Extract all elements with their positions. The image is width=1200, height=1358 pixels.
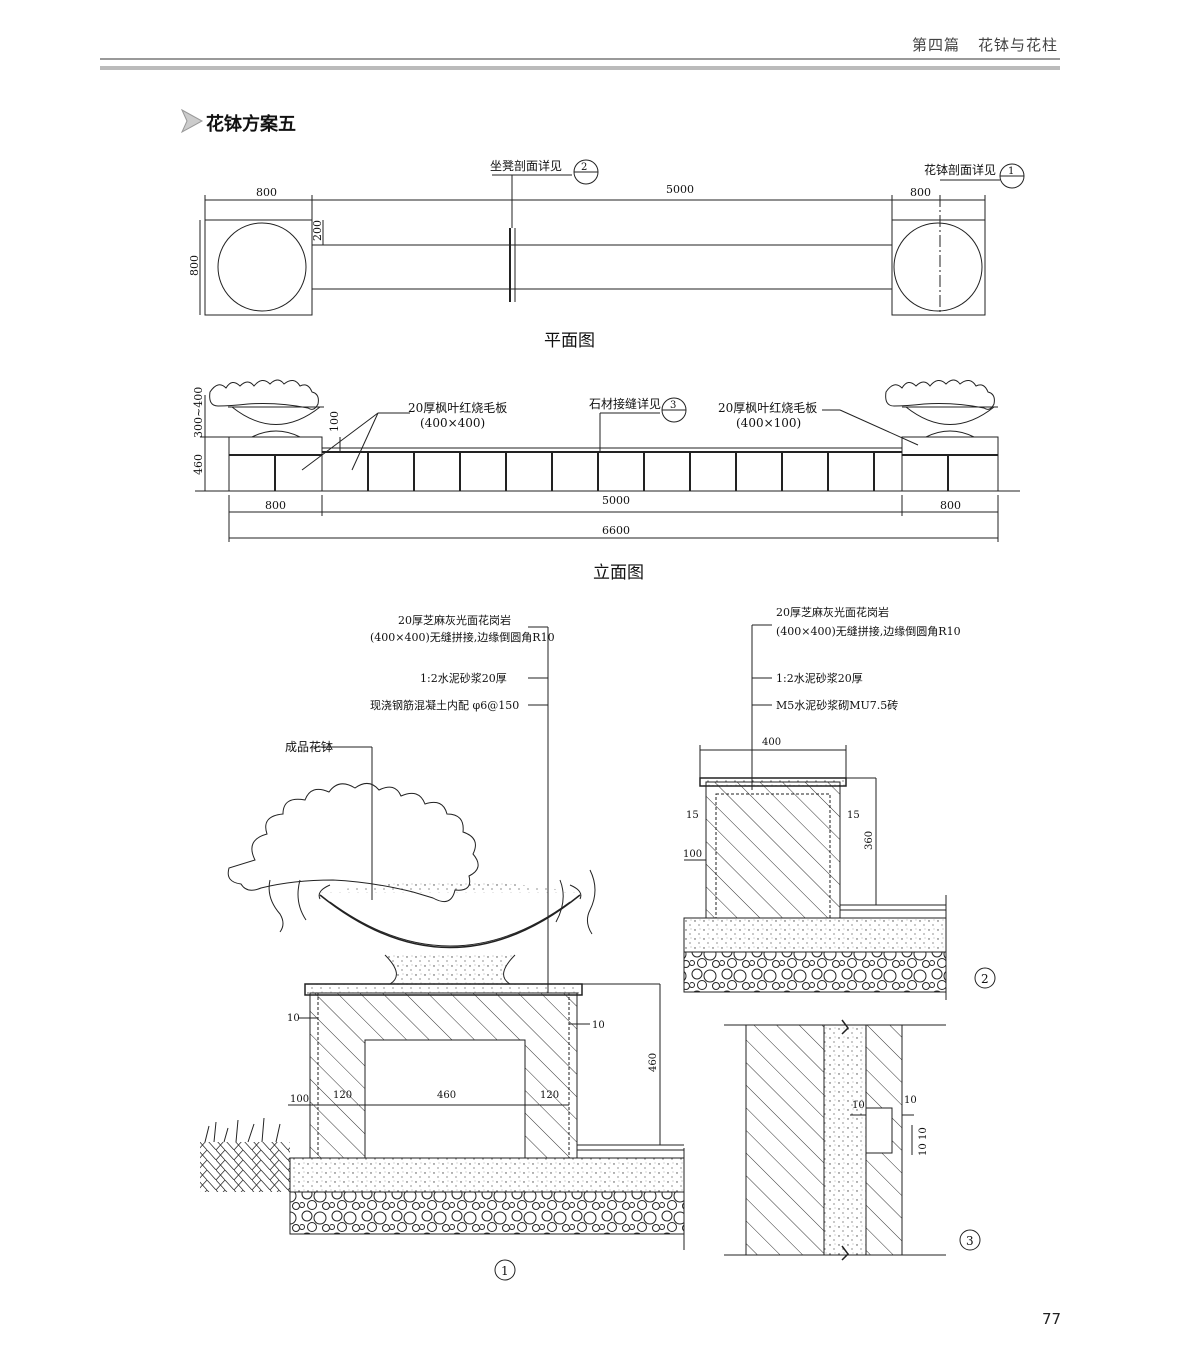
plan-dim-mid: 5000 bbox=[666, 183, 694, 196]
s1-dim-10a: 10 bbox=[287, 1013, 300, 1024]
section-1-number-marker bbox=[494, 1259, 516, 1281]
page-number: 77 bbox=[1042, 1310, 1062, 1328]
elevation-view bbox=[195, 379, 1020, 542]
plan-ref-bench-num: 2 bbox=[581, 162, 587, 173]
elev-label-joint-num: 3 bbox=[670, 400, 676, 411]
s2-num: 2 bbox=[981, 972, 989, 986]
plan-right-pot-circle bbox=[893, 222, 983, 312]
section-2-number-marker bbox=[974, 967, 996, 989]
s2-label-3: 1:2水泥砂浆20厚 bbox=[776, 671, 863, 685]
plan-dim-side: 800 bbox=[188, 255, 201, 276]
s2-dim-15a: 15 bbox=[686, 810, 699, 821]
header-section: 花钵与花柱 bbox=[977, 36, 1058, 54]
plan-dim-right: 800 bbox=[910, 186, 931, 199]
header-rule bbox=[100, 58, 1060, 60]
s1-dim-120a: 120 bbox=[333, 1090, 352, 1101]
elevation-left-pot bbox=[209, 379, 324, 438]
s2-dim-400: 400 bbox=[762, 737, 781, 748]
plan-ref-bench-label: 坐凳剖面详见 bbox=[490, 158, 562, 173]
s2-label-2: (400×400)无缝拼接,边缘倒圆角R10 bbox=[776, 624, 961, 638]
plan-ref-pot-num: 1 bbox=[1008, 166, 1014, 177]
elev-label-left-2: (400×400) bbox=[420, 416, 485, 430]
header-rule-thick bbox=[100, 66, 1060, 70]
elev-dim-total: 6600 bbox=[602, 524, 630, 537]
elevation-joint-ref-marker bbox=[661, 397, 687, 423]
s2-dim-100: 100 bbox=[683, 849, 702, 860]
plan-ref-pot-marker bbox=[999, 163, 1025, 189]
plan-right-pot-square bbox=[891, 219, 986, 316]
elev-dim-cap: 100 bbox=[328, 411, 341, 432]
plan-left-pot-square bbox=[204, 219, 313, 316]
elevation-joint-lines bbox=[367, 452, 875, 491]
header-part: 第四篇 bbox=[911, 36, 960, 54]
elev-label-right-2: (400×100) bbox=[736, 416, 801, 430]
s1-dim-460h: 460 bbox=[648, 1053, 659, 1072]
s1-num: 1 bbox=[501, 1264, 509, 1278]
s2-dim-360: 360 bbox=[864, 831, 875, 850]
plan-view bbox=[199, 174, 1000, 316]
elev-dim-left: 800 bbox=[265, 499, 286, 512]
elev-label-left-1: 20厚枫叶红烧毛板 bbox=[408, 400, 507, 415]
plan-dim-seat: 200 bbox=[311, 220, 324, 241]
section-1 bbox=[200, 626, 685, 1250]
s3-dim-10c: 10 bbox=[918, 1127, 929, 1140]
elev-label-joint: 石材接缝详见 bbox=[589, 396, 661, 411]
s1-label-2: (400×400)无缝拼接,边缘倒圆角R10 bbox=[370, 630, 555, 644]
s1-label-4: 现浇钢筋混凝土内配 φ6@150 bbox=[370, 698, 519, 712]
elev-dim-base-h: 460 bbox=[192, 454, 205, 475]
elevation-caption: 立面图 bbox=[593, 563, 644, 583]
s1-dim-120b: 120 bbox=[540, 1090, 559, 1101]
elevation-right-pot bbox=[885, 379, 998, 438]
section-3-number-marker bbox=[959, 1229, 981, 1251]
elev-label-right-1: 20厚枫叶红烧毛板 bbox=[718, 400, 817, 415]
s1-label-pot: 成品花钵 bbox=[285, 739, 333, 754]
page-header: 第四篇花钵与花柱 bbox=[894, 34, 1058, 55]
plan-left-pot-circle bbox=[217, 222, 307, 312]
s2-label-1: 20厚芝麻灰光面花岗岩 bbox=[776, 605, 889, 619]
s1-dim-10b: 10 bbox=[592, 1020, 605, 1031]
section-2 bbox=[683, 624, 947, 1000]
s3-dim-10b: 10 bbox=[904, 1095, 917, 1106]
s3-dim-10d: 10 bbox=[918, 1143, 929, 1156]
plan-dim-left: 800 bbox=[256, 186, 277, 199]
s1-label-3: 1:2水泥砂浆20厚 bbox=[420, 671, 507, 685]
drawing-title: 花钵方案五 bbox=[206, 114, 296, 135]
elev-dim-pot-h: 300~400 bbox=[192, 387, 205, 438]
s2-label-4: M5水泥砂浆砌MU7.5砖 bbox=[776, 698, 898, 712]
s1-dim-460w: 460 bbox=[437, 1090, 456, 1101]
s1-dim-100: 100 bbox=[290, 1094, 309, 1105]
plan-ref-pot-label: 花钵剖面详见 bbox=[924, 162, 996, 177]
s3-num: 3 bbox=[966, 1234, 974, 1248]
s3-dim-10a: 10 bbox=[852, 1100, 865, 1111]
section-3 bbox=[724, 1019, 946, 1261]
plan-caption: 平面图 bbox=[544, 331, 595, 351]
s2-dim-15b: 15 bbox=[847, 810, 860, 821]
plan-ref-bench-marker bbox=[573, 159, 599, 185]
elev-dim-mid: 5000 bbox=[602, 494, 630, 507]
elev-dim-right: 800 bbox=[940, 499, 961, 512]
s1-label-1: 20厚芝麻灰光面花岗岩 bbox=[398, 613, 511, 627]
title-triangle-icon bbox=[180, 108, 204, 134]
